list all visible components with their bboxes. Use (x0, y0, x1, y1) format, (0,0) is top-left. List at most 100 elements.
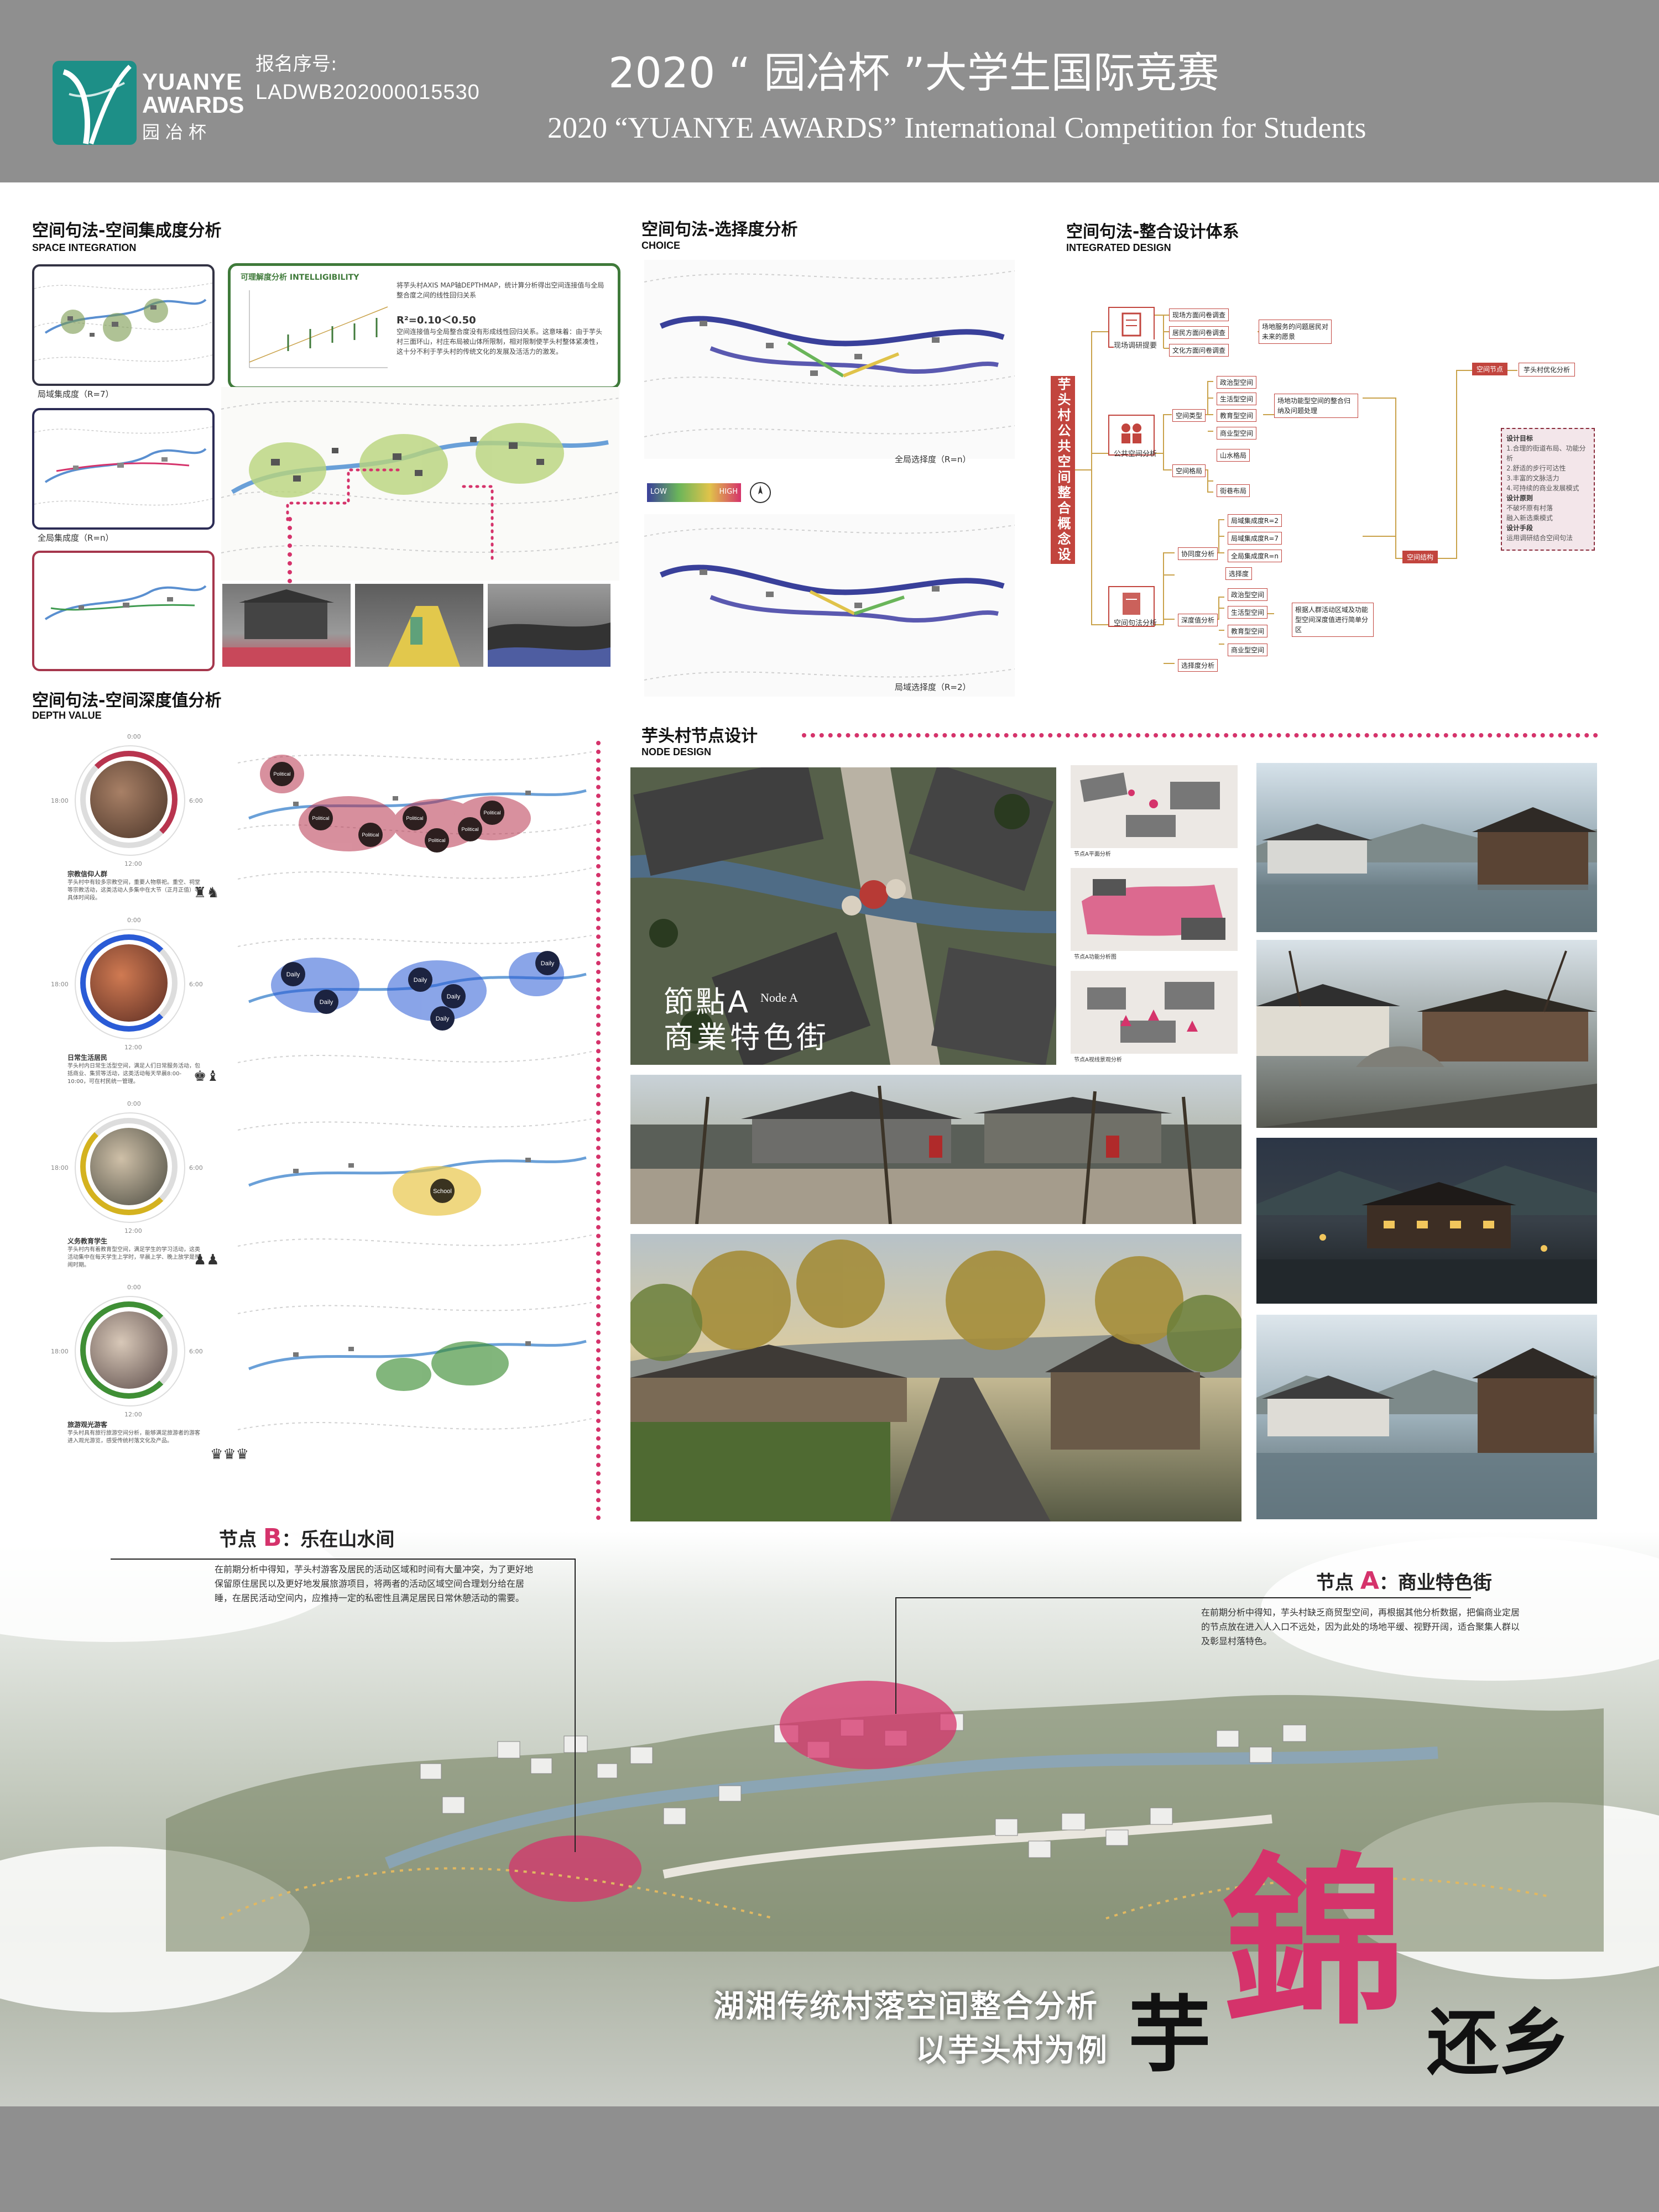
big-char-1: 芋 (1128, 1988, 1212, 2084)
integrated-l3c2-0: 政治型空间 (1228, 588, 1268, 601)
integration-photo-2 (355, 584, 483, 667)
people-icons-3: ♛♛♛ (210, 1446, 249, 1463)
choice-title: 空间句法-选择度分析 (641, 220, 798, 239)
depth-row-2-t0: 0:00 (127, 1100, 141, 1107)
people-icons-2: ♟♟ (194, 1252, 220, 1268)
depth-row-1-heading: 日常生活居民 (67, 1054, 108, 1061)
depth-ring-0 (80, 751, 178, 848)
depth-row-1-body: 芋头村内日常生活型空间，满足人们日常服务活动，包括商业、集贸等活动，这类活动每天… (67, 1063, 200, 1085)
integrated-mid-tag: 空间结构 (1402, 551, 1438, 563)
node-render-night (1256, 1138, 1597, 1304)
connector-dots-1 (288, 517, 298, 583)
divider-dots-horizontal (802, 733, 1598, 738)
svg-text:Daily: Daily (286, 971, 300, 978)
depth-row-1-t18: 18:00 (51, 981, 69, 988)
svg-text:Political: Political (312, 815, 329, 821)
logo: YUANYE AWARDS 园冶杯 (53, 61, 244, 149)
integrated-vertical-label: 芋头村公共空间整合概念设计体系 (1031, 376, 1075, 564)
integrated-noteA: 场地服务的问题居民对未来的愿景 (1259, 320, 1332, 344)
node-render-bridge (1256, 940, 1597, 1128)
caption-global-choice: 全局选择度（R=n） (895, 454, 971, 464)
depth-row-0-body: 芋头村中有较多宗教空间，重要人物祭祀。重空、祠堂等宗教活动，这类活动人多集中在大… (67, 880, 200, 901)
integration-photo-3 (488, 584, 611, 667)
integrated-l1-1: 公共空间分析 (1114, 450, 1157, 458)
depth-subtitle: DEPTH VALUE (32, 710, 102, 721)
integrated-l2a-2: 文化方面问卷调查 (1169, 344, 1229, 357)
intelligibility-desc1: 将芋头村AXIS MAP轴DEPTHMAP，统计算分析得出空间连接值与全局整合度… (397, 281, 604, 299)
integrated-l1-0: 现场调研提要 (1114, 339, 1157, 350)
integrated-l3c2-1: 生活型空间 (1228, 606, 1268, 619)
svg-text:Political: Political (273, 771, 290, 777)
depth-photo-0 (90, 761, 168, 838)
caption-local-integration: 局域集成度（R=7） (38, 389, 114, 399)
design-box-0: 设计目标 (1506, 435, 1533, 442)
depth-row-3-t18: 18:00 (51, 1348, 69, 1355)
integrated-noteB: 场地功能型空间的整合归纳及问题处理 (1274, 394, 1358, 418)
depth-clock-1 (75, 929, 185, 1039)
depth-ring-1 (80, 934, 178, 1032)
compass-icon (750, 482, 771, 503)
node-render-road (630, 1234, 1241, 1521)
node-thumb-3 (1071, 971, 1238, 1054)
depth-row-0-t18: 18:00 (51, 797, 69, 804)
integrated-title: 空间句法-整合设计体系 (1066, 222, 1239, 242)
footer-bar (0, 2106, 1659, 2212)
node-thumb-2 (1071, 868, 1238, 951)
depth-map-2: School (238, 1118, 592, 1247)
integrated-l2c-2: 深度值分析 (1178, 614, 1218, 626)
people-icons-0: ♜♞ (194, 885, 220, 901)
integrated-l2c-1: 选择度 (1225, 567, 1253, 580)
choice-subtitle: CHOICE (641, 240, 681, 251)
node-render-street (630, 1075, 1241, 1224)
title-en: 2020 “YUANYE AWARDS” International Compe… (547, 111, 1366, 144)
intelligibility-title: 可理解度分析 INTELLIGIBILITY (241, 273, 359, 282)
depth-ring-2 (80, 1118, 178, 1215)
svg-text:Political: Political (483, 810, 500, 815)
integrated-l3c1-0: 局域集成度R=2 (1228, 514, 1282, 527)
big-char-2: 錦 (1222, 1837, 1405, 2049)
design-box-1: 1.合理的街道布局、功能分析 (1506, 445, 1586, 462)
nodeA-letter: A (1360, 1567, 1379, 1595)
nodeA-title: 节点 A：商业特色街 (1316, 1567, 1492, 1595)
node-title: 芋头村节点设计 (641, 726, 758, 746)
depth-row-3-body: 芋头村具有旅行旅游空间分析，能够满足旅游者的游客进入观光游览，感受传统村落文化及… (67, 1430, 200, 1444)
depth-row-0: 0:00 6:00 12:00 18:00 宗教信仰人群 芋头村中有较多宗教空间… (33, 730, 592, 912)
registration-number: LADWB202000015530 (255, 81, 480, 104)
logo-mark-icon (53, 61, 137, 145)
intelligibility-formula: R²=0.10＜0.50 (397, 315, 476, 326)
depth-row-0-t12: 12:00 (124, 860, 142, 867)
node-plan-label-cn2: 商業特色街 (664, 1020, 830, 1055)
title-cn: 2020 “ 园冶杯 ”大学生国际竞赛 (608, 48, 1219, 97)
depth-row-3-t12: 12:00 (124, 1411, 142, 1418)
integration-map-axial (32, 551, 215, 671)
slogan-line2: 以芋头村为例 (916, 2033, 1108, 2069)
integrated-l3c1-1: 局域集成度R=7 (1228, 532, 1282, 545)
depth-row-2-t18: 18:00 (51, 1164, 69, 1172)
choice-legend-bar: LOW HIGH (647, 483, 741, 502)
nodeA-title-pre: 节点 (1316, 1572, 1360, 1594)
integrated-top-right: 芋头村优化分析 (1519, 363, 1575, 376)
depth-row-3: 0:00 6:00 12:00 18:00 旅游观光游客 芋头村具有旅行旅游空间… (33, 1280, 592, 1468)
svg-text:School: School (433, 1188, 452, 1195)
depth-row-2-t12: 12:00 (124, 1227, 142, 1235)
integrated-noteC: 根据人群活动区域及功能型空间深度值进行简单分区 (1292, 603, 1374, 637)
depth-row-2-heading: 义务教育学生 (67, 1237, 108, 1245)
depth-row-2-body: 芋头村内有着教育型空间，满足学生的学习活动，这类活动集中在每天学生上学时，早晨上… (67, 1247, 200, 1268)
integration-title: 空间句法-空间集成度分析 (32, 221, 222, 240)
depth-photo-3 (90, 1311, 168, 1389)
integrated-icon-people (1108, 415, 1155, 456)
integrated-l3b-0: 政治型空间 (1217, 376, 1257, 389)
integrated-subtitle: INTEGRATED DESIGN (1066, 242, 1171, 253)
design-box-5: 设计原则 (1506, 494, 1533, 502)
nodeB-title: 节点 B：乐在山水间 (219, 1524, 394, 1552)
design-box-2: 2.舒适的步行可达性 (1506, 464, 1566, 472)
nodeB-title-pre: 节点 (219, 1529, 263, 1551)
depth-map-3 (238, 1302, 592, 1430)
design-box-4: 4.可持续的商业发展模式 (1506, 484, 1579, 492)
depth-clock-2 (75, 1112, 185, 1223)
design-box-8: 设计手段 (1506, 524, 1533, 532)
node-thumb-1 (1071, 765, 1238, 848)
depth-clock-0 (75, 745, 185, 856)
header-bar: YUANYE AWARDS 园冶杯 报名序号: LADWB20200001553… (0, 0, 1659, 182)
